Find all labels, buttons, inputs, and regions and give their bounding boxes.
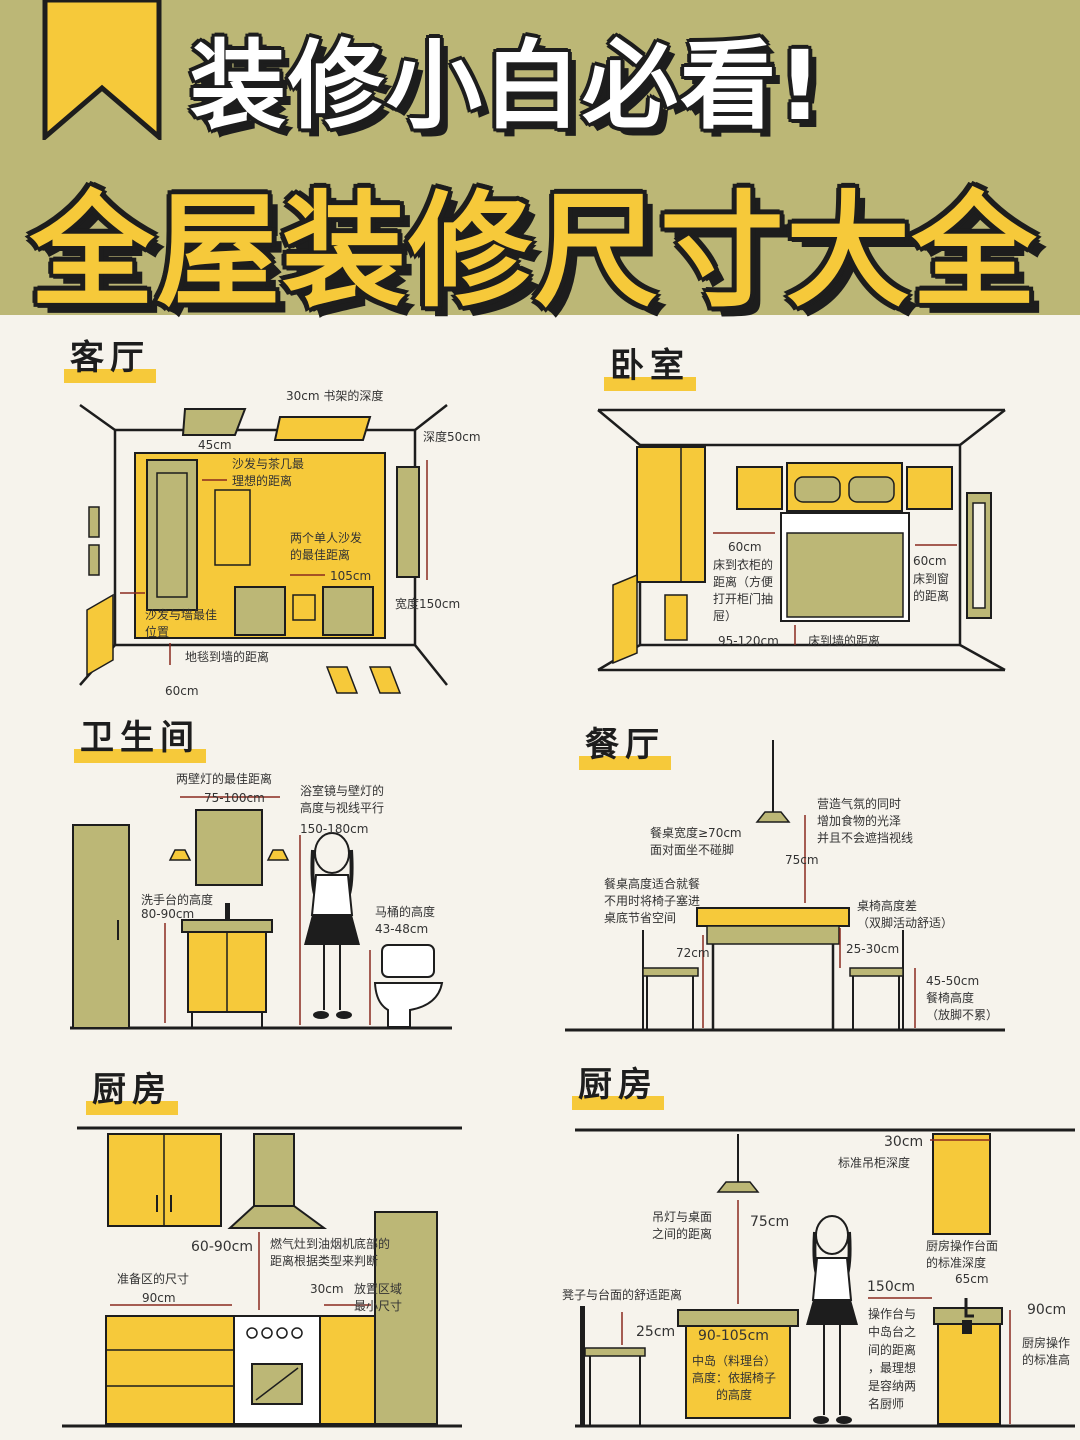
living-rug-wall-text: 地毯到墙的距离	[185, 650, 270, 664]
bath-lamps-text: 两壁灯的最佳距离	[176, 772, 273, 786]
bookmark-icon	[42, 0, 162, 140]
living-rug-dist: 60cm	[165, 684, 199, 698]
bathroom-illustration	[70, 796, 452, 1030]
living-sofa-table-dist: 45cm	[198, 438, 232, 452]
kitchen2-stool-text: 凳子与台面的舒适距离	[562, 1288, 683, 1302]
living-two-sofa-dist: 105cm	[330, 569, 372, 583]
bath-mirror-text: 浴室镜与壁灯的 高度与视线平行	[300, 784, 385, 815]
dining-lamp-height: 75cm	[785, 853, 819, 867]
bath-mirror-height: 150-180cm	[300, 822, 369, 836]
bath-basin-text: 洗手台的高度	[141, 893, 214, 907]
kitchen2-island-height: 90-105cm	[698, 1328, 769, 1344]
bath-lamps-dist: 75-100cm	[204, 791, 265, 805]
title-line-2: 全屋装修尺寸大全	[30, 180, 1039, 324]
kitchen2-title: 厨房	[572, 1057, 664, 1110]
header-banner: 装修小白必看! 全屋装修尺寸大全	[0, 0, 1080, 324]
kitchen2-worktop-height: 90cm	[1027, 1302, 1067, 1318]
kitchen2-cabinet-text: 标准吊柜深度	[838, 1156, 911, 1170]
kitchen2-stool-dist: 25cm	[636, 1324, 676, 1340]
kitchen2-worktop-depth: 65cm	[955, 1272, 989, 1286]
living-depth-label: 深度50cm	[423, 430, 481, 444]
dining-table-width: 餐桌宽度≥70cm 面对面坐不碰脚	[650, 826, 742, 857]
kitchen1-illustration	[62, 1126, 462, 1428]
living-room-illustration	[79, 403, 448, 694]
kitchen2-worktop-text: 厨房操作台面 的标准深度	[926, 1239, 999, 1270]
living-sofa-wall-text: 沙发与墙最佳 位置	[145, 608, 218, 639]
bath-toilet-height: 43-48cm	[375, 922, 429, 936]
living-width-label: 宽度150cm	[395, 597, 461, 611]
kitchen2-island-dist: 150cm	[867, 1279, 916, 1295]
dining-seat-diff-text: 桌椅高度差 （双脚活动舒适）	[857, 899, 954, 930]
dining-illustration	[565, 740, 1005, 1032]
bedroom-wall-dist: 95-120cm	[718, 634, 779, 648]
kitchen1-prep-dist: 90cm	[142, 1291, 176, 1305]
bedroom-title: 卧室	[604, 338, 696, 391]
bedroom-wardrobe-text: 床到衣柜的 距离（方便 打开柜门抽 屉）	[713, 558, 774, 623]
bathroom-title: 卫生间	[74, 710, 206, 763]
bedroom-window-dist: 60cm	[913, 554, 947, 568]
kitchen2-pendant-text: 吊灯与桌面 之间的距离	[652, 1210, 713, 1241]
kitchen2-pendant-dist: 75cm	[750, 1214, 790, 1230]
kitchen1-hood-text: 燃气灶到油烟机底部的 距离根据类型来判断	[270, 1237, 391, 1268]
person-figure	[304, 832, 360, 1019]
dining-seat-height: 45-50cm 餐椅高度 （放脚不累）	[926, 974, 999, 1022]
dining-lamp-text: 营造气氛的同时 增加食物的光泽 并且不会遮挡视线	[817, 797, 914, 845]
kitchen2-island-dist-text: 操作台与 中岛台之 间的距离 ，最理想 是容纳两 名厨师	[868, 1307, 917, 1411]
dining-seat-diff: 25-30cm	[846, 942, 900, 956]
dining-table-height: 72cm	[676, 946, 710, 960]
kitchen2-island-text: 中岛（料理台） 高度：依据椅子 的高度	[692, 1354, 777, 1402]
person-figure	[806, 1215, 858, 1424]
living-sofa-table-text: 沙发与茶几最 理想的距离	[232, 457, 305, 488]
kitchen1-hood-dist: 60-90cm	[191, 1239, 254, 1255]
kitchen2-worktop-height-text: 厨房操作 的标准高	[1022, 1336, 1071, 1367]
kitchen1-counter-text: 放置区域 最小尺寸	[354, 1282, 403, 1313]
dining-table-height-text: 餐桌高度适合就餐 不用时将椅子塞进 桌底节省空间	[604, 877, 701, 925]
bath-toilet-text: 马桶的高度	[375, 905, 436, 919]
kitchen1-prep-text: 准备区的尺寸	[117, 1272, 190, 1286]
bedroom-wall-text: 床到墙的距离	[808, 634, 881, 648]
living-shelf-label: 30cm 书架的深度	[286, 389, 384, 403]
living-two-sofa-text: 两个单人沙发 的最佳距离	[290, 531, 363, 562]
kitchen2-illustration	[575, 1128, 1075, 1428]
dining-title: 餐厅	[579, 717, 671, 770]
kitchen2-cabinet-depth: 30cm	[884, 1134, 924, 1150]
bedroom-window-text: 床到窗 的距离	[913, 572, 950, 603]
living-title: 客厅	[64, 330, 156, 383]
bath-basin-height: 80-90cm	[141, 907, 195, 921]
kitchen1-title: 厨房	[86, 1062, 178, 1115]
kitchen1-counter-dist: 30cm	[310, 1282, 344, 1296]
title-line-1: 装修小白必看!	[190, 30, 824, 142]
bedroom-wardrobe-dist: 60cm	[728, 540, 762, 554]
bedroom-illustration	[597, 408, 1006, 672]
